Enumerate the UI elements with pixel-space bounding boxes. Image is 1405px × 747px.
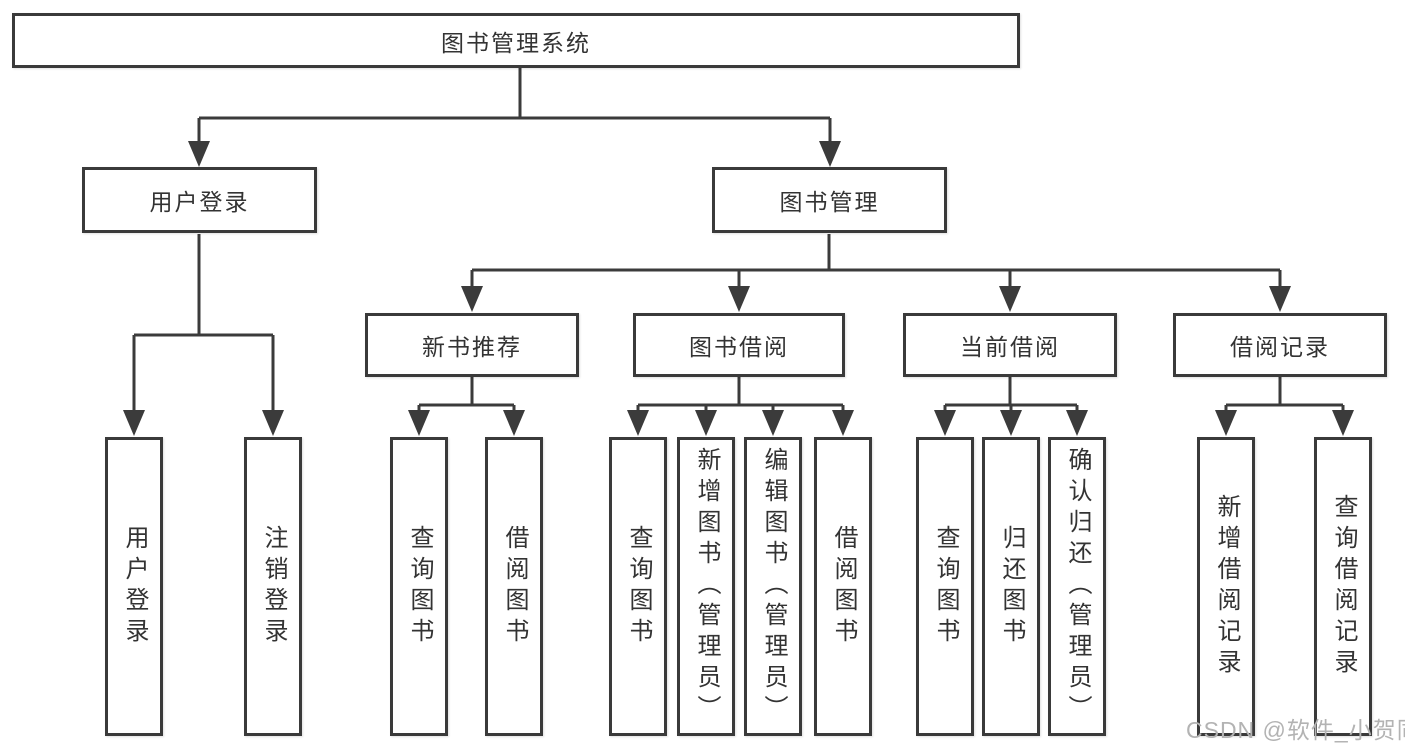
node-new-book-recommendation-label: 新书推荐 — [422, 334, 522, 360]
node-borrowing-records: 借阅记录 — [1173, 313, 1387, 377]
leaf-query-books-borrowing: 查询图书 — [609, 437, 667, 736]
leaf-query-books-current: 查询图书 — [916, 437, 974, 736]
leaf-return-books-label: 归还图书 — [998, 524, 1025, 649]
leaf-borrow-books: 借阅图书 — [814, 437, 872, 736]
leaf-query-books-current-label: 查询图书 — [932, 524, 959, 649]
leaf-query-borrow-record: 查询借阅记录 — [1314, 437, 1372, 736]
csdn-watermark: CSDN @软件_小贺同学 — [1186, 717, 1405, 743]
leaf-return-books: 归还图书 — [982, 437, 1040, 736]
leaf-borrow-books-recommend-label: 借阅图书 — [501, 524, 528, 649]
leaf-add-books-admin-label: 新增图书（管理员） — [693, 447, 720, 726]
leaf-logout-label: 注销登录 — [260, 524, 287, 649]
node-user-login-label: 用户登录 — [149, 189, 250, 215]
node-library-system-label: 图书管理系统 — [441, 29, 591, 56]
leaf-query-books-recommend-label: 查询图书 — [406, 524, 433, 649]
leaf-borrow-books-label: 借阅图书 — [830, 524, 857, 649]
node-book-borrowing-label: 图书借阅 — [689, 334, 789, 360]
node-book-borrowing: 图书借阅 — [633, 313, 845, 377]
leaf-confirm-return-admin: 确认归还（管理员） — [1048, 437, 1106, 736]
leaf-query-books-borrowing-label: 查询图书 — [625, 524, 652, 649]
leaf-confirm-return-admin-label: 确认归还（管理员） — [1064, 447, 1091, 726]
leaf-add-borrow-record: 新增借阅记录 — [1197, 437, 1255, 736]
leaf-user-login: 用户登录 — [105, 437, 163, 736]
node-book-management-label: 图书管理 — [779, 189, 880, 215]
leaf-add-books-admin: 新增图书（管理员） — [677, 437, 735, 736]
leaf-borrow-books-recommend: 借阅图书 — [485, 437, 543, 736]
node-new-book-recommendation: 新书推荐 — [365, 313, 579, 377]
node-current-borrowing-label: 当前借阅 — [960, 334, 1060, 360]
node-user-login: 用户登录 — [82, 167, 317, 233]
leaf-query-books-recommend: 查询图书 — [390, 437, 448, 736]
node-borrowing-records-label: 借阅记录 — [1230, 334, 1330, 360]
leaf-query-borrow-record-label: 查询借阅记录 — [1330, 493, 1357, 680]
leaf-edit-books-admin: 编辑图书（管理员） — [744, 437, 802, 736]
leaf-user-login-label: 用户登录 — [121, 524, 148, 649]
node-current-borrowing: 当前借阅 — [903, 313, 1117, 377]
leaf-edit-books-admin-label: 编辑图书（管理员） — [760, 447, 787, 726]
node-book-management: 图书管理 — [712, 167, 947, 233]
leaf-add-borrow-record-label: 新增借阅记录 — [1213, 493, 1240, 680]
leaf-logout: 注销登录 — [244, 437, 302, 736]
node-library-system: 图书管理系统 — [12, 13, 1020, 68]
